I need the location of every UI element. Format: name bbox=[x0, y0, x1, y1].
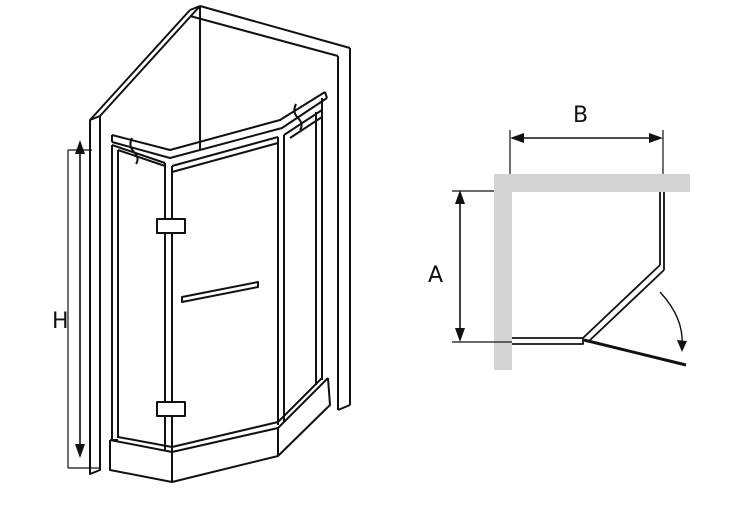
depth-label: A bbox=[428, 263, 443, 288]
width-dimension: B bbox=[509, 103, 664, 174]
plan-enclosure-outline bbox=[512, 192, 665, 345]
width-label: B bbox=[573, 103, 588, 128]
shower-tray bbox=[109, 377, 331, 483]
enclosure-3d-view bbox=[89, 5, 351, 483]
plan-back-wall bbox=[494, 174, 690, 192]
door-handle bbox=[181, 281, 259, 303]
height-dimension: H bbox=[52, 140, 100, 469]
right-glass-panel bbox=[283, 98, 323, 385]
plan-view: A B bbox=[428, 103, 690, 370]
plan-door-open bbox=[583, 338, 687, 367]
door-swing-arrow bbox=[659, 291, 687, 352]
rail-hook-right bbox=[293, 103, 303, 131]
left-wall bbox=[89, 5, 201, 475]
height-label: H bbox=[52, 309, 69, 334]
lower-hinge bbox=[156, 401, 186, 417]
left-glass-panel bbox=[111, 144, 166, 441]
upper-hinge bbox=[156, 218, 186, 234]
plan-side-wall bbox=[494, 174, 512, 370]
depth-dimension: A bbox=[428, 190, 512, 343]
right-wall bbox=[189, 5, 351, 411]
top-rail bbox=[111, 91, 328, 159]
